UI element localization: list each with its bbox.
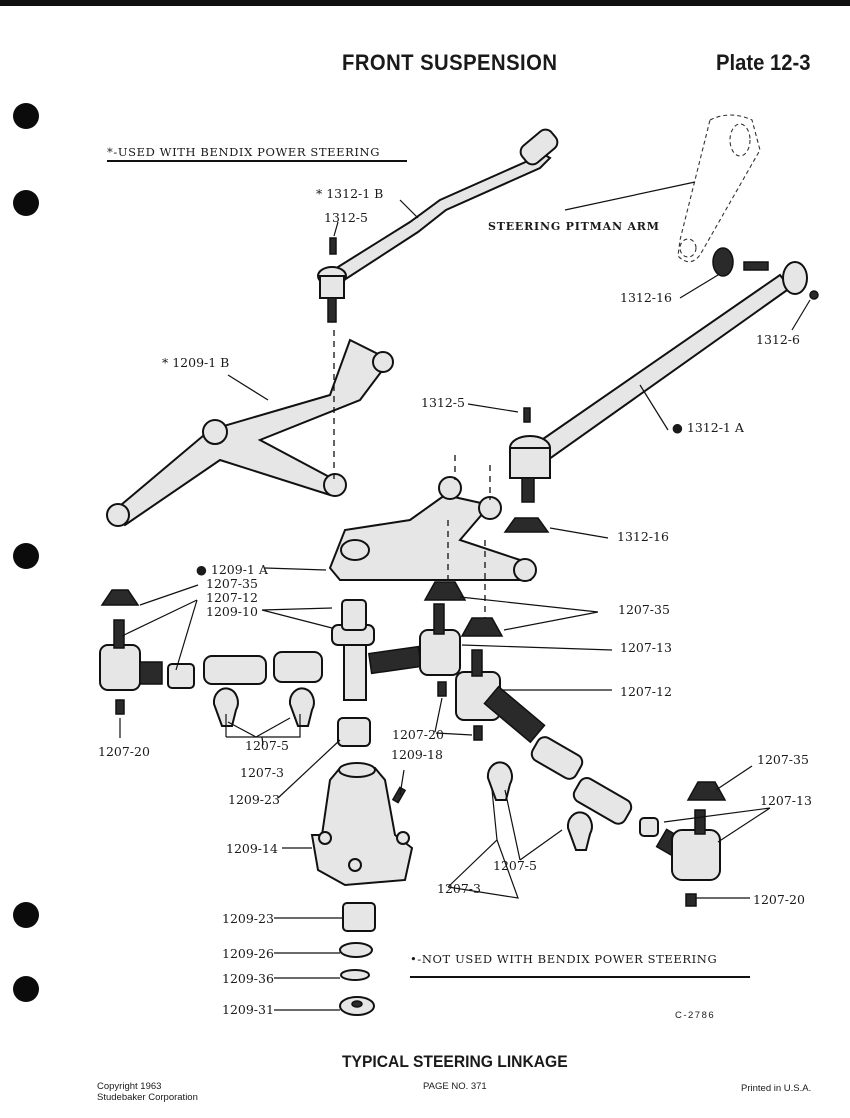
printed-in: Printed in U.S.A.: [741, 1083, 812, 1094]
callout-1207-5-left: 1207-5: [245, 738, 289, 753]
scan-top-border: [0, 0, 850, 6]
callout-1207-35-right: 1207-35: [757, 752, 809, 767]
callout-1207-12-mid: 1207-12: [620, 684, 672, 699]
callout-1209-23-top: 1209-23: [228, 792, 280, 807]
callout-1209-1b: * 1209-1 B: [162, 355, 230, 370]
callout-1207-35-mid: 1207-35: [618, 602, 670, 617]
callout-1207-35-left: 1207-35: [206, 576, 258, 591]
bearing-washer-stack: [339, 902, 376, 1016]
callout-1207-13-mid: 1207-13: [620, 640, 672, 655]
callout-1209-23-bottom: 1209-23: [222, 911, 274, 926]
binder-hole: [13, 103, 39, 129]
callout-1209-1a: ● 1209-1 A: [196, 562, 268, 577]
callout-1312-1b: * 1312-1 B: [316, 186, 384, 201]
idler-bracket-1209-14: [310, 762, 414, 887]
copyright-line-1: Copyright 1963: [97, 1081, 162, 1092]
callout-1207-13-right: 1207-13: [760, 793, 812, 808]
drawing-number: C-2786: [675, 1010, 716, 1021]
callout-1207-5-right: 1207-5: [493, 858, 537, 873]
tie-rod-1312-1b: [317, 128, 559, 323]
callout-1312-16-mid: 1312-16: [617, 529, 669, 544]
callout-1207-12-left: 1207-12: [206, 590, 258, 605]
callout-1312-1a: ● 1312-1 A: [672, 420, 744, 435]
binder-hole: [13, 976, 39, 1002]
leader-lines: [119, 181, 811, 1011]
callout-1207-3-left: 1207-3: [240, 765, 284, 780]
socket-assemblies: [99, 599, 721, 907]
note-underline: [107, 160, 407, 162]
copyright-line-2: Studebaker Corporation: [97, 1092, 198, 1103]
callout-1209-36: 1209-36: [222, 971, 274, 986]
callout-1312-5-mid: 1312-5: [421, 395, 465, 410]
callout-1209-10: 1209-10: [206, 604, 258, 619]
tie-rod-1312-1a: [509, 247, 819, 503]
binder-hole: [13, 190, 39, 216]
callout-1207-20-mid: 1207-20: [392, 727, 444, 742]
callout-1209-26: 1209-26: [222, 946, 274, 961]
plate-number: Plate 12-3: [716, 50, 811, 75]
page-number: PAGE NO. 371: [423, 1081, 487, 1092]
callout-1209-31: 1209-31: [222, 1002, 274, 1017]
callout-1209-14: 1209-14: [226, 841, 278, 856]
note-underline: [410, 976, 750, 978]
note-used-with-bendix: *-USED WITH BENDIX POWER STEERING: [107, 145, 380, 159]
page-title: FRONT SUSPENSION: [342, 50, 558, 75]
pitman-arm-ghost: [677, 114, 761, 263]
seal-parts: [100, 517, 727, 801]
callout-1312-16-top: 1312-16: [620, 290, 672, 305]
idler-arm-1209-1a: [328, 476, 537, 582]
callout-1207-3-right: 1207-3: [437, 881, 481, 896]
binder-hole: [13, 902, 39, 928]
binder-hole: [13, 543, 39, 569]
callout-1209-18: 1209-18: [391, 747, 443, 762]
callout-1207-20-left: 1207-20: [98, 744, 150, 759]
callout-1312-5-top: 1312-5: [324, 210, 368, 225]
callout-1312-6: 1312-6: [756, 332, 800, 347]
figure-caption: TYPICAL STEERING LINKAGE: [342, 1052, 568, 1071]
callout-steering-pitman-arm: STEERING PITMAN ARM: [488, 220, 660, 233]
callout-1207-20-right: 1207-20: [753, 892, 805, 907]
note-not-used-with-bendix: •-NOT USED WITH BENDIX POWER STEERING: [410, 952, 718, 966]
idler-arm-1209-1b: [106, 338, 394, 527]
